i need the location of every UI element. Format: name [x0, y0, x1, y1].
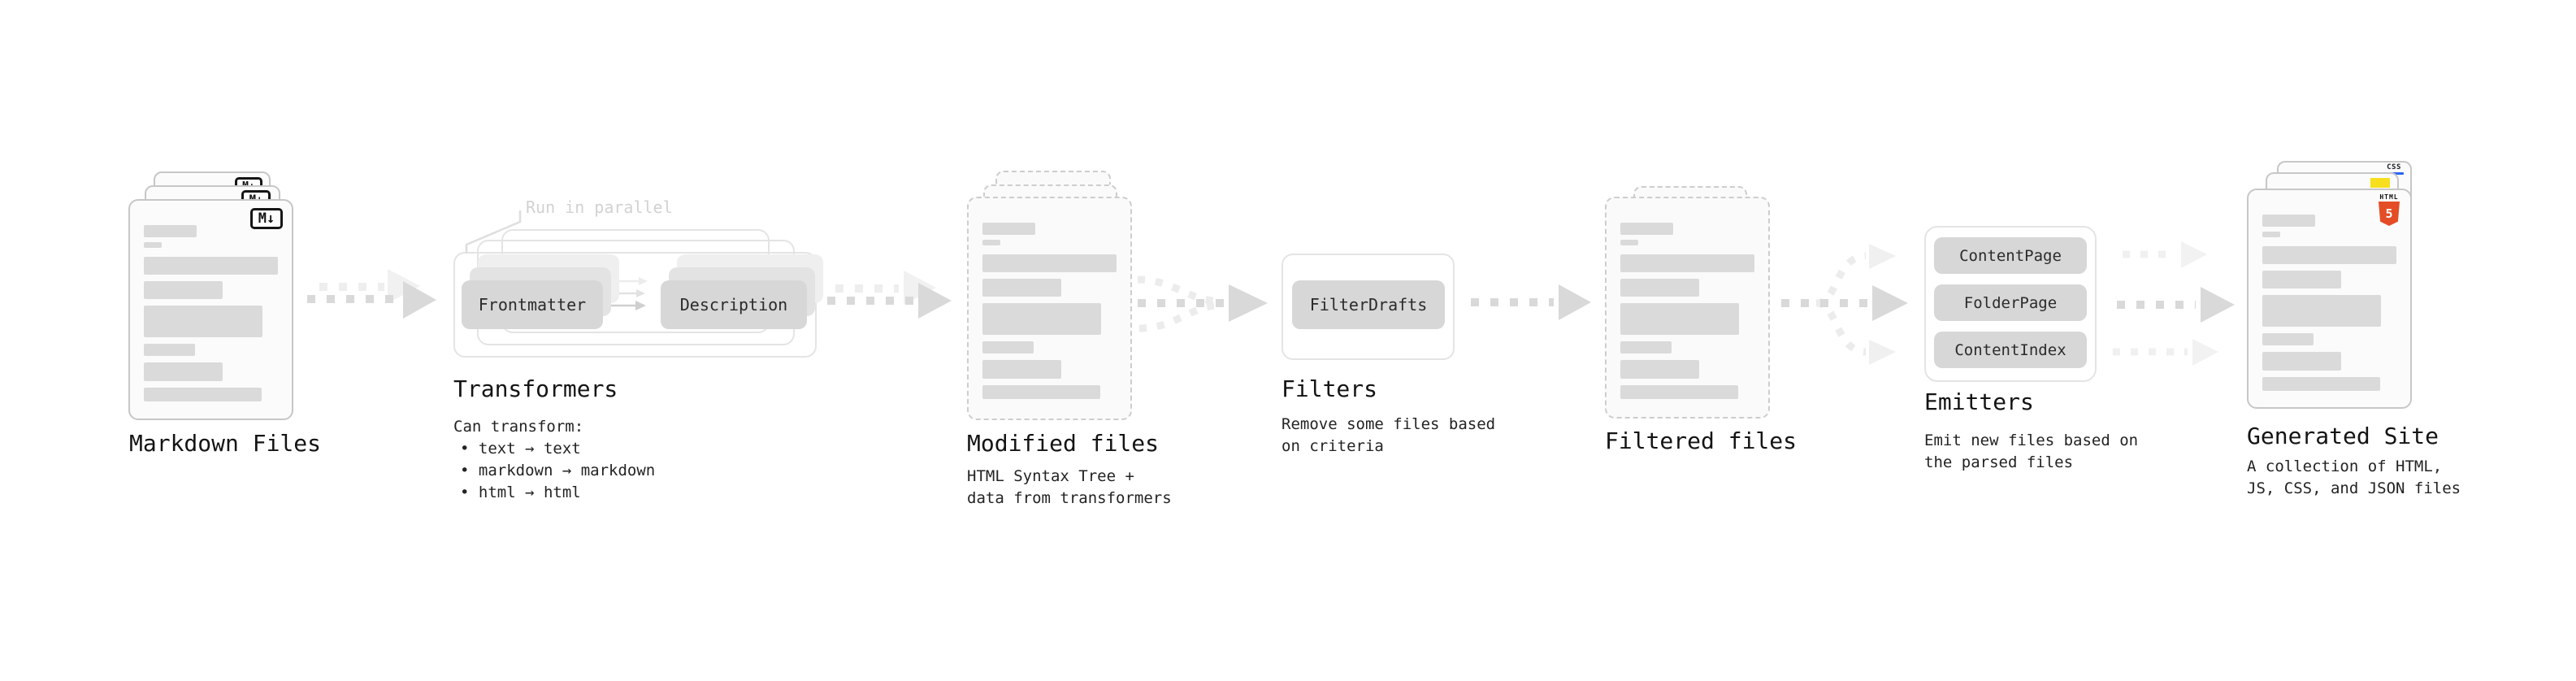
description-pill: Description	[661, 280, 807, 329]
emitters-caption-line: Emit new files based on	[1924, 432, 2139, 449]
generated-caption-line: JS, CSS, and JSON files	[2247, 479, 2461, 497]
generated-caption-line: A collection of HTML,	[2247, 458, 2443, 475]
arrow-filtered-to-emitters	[1781, 244, 1908, 365]
transformers-bullet: • markdown → markdown	[460, 462, 656, 479]
modified-file-card-front	[967, 197, 1132, 420]
generated-html-file-card: HTML 5	[2247, 189, 2412, 409]
stage-title-filtered-files: Filtered files	[1605, 427, 1798, 454]
stage-title-emitters: Emitters	[1924, 388, 2034, 415]
frontmatter-pill: Frontmatter	[462, 280, 603, 329]
arrow-emitters-to-generated	[2113, 241, 2235, 366]
modified-caption-line: HTML Syntax Tree +	[967, 467, 1134, 485]
filtered-file-card-front	[1605, 197, 1770, 419]
contentpage-pill: ContentPage	[1934, 237, 2087, 274]
text-skeleton	[1607, 198, 1768, 417]
stage-title-markdown-files: Markdown Files	[129, 430, 322, 457]
run-in-parallel-note: Run in parallel	[526, 197, 673, 217]
folderpage-pill: FolderPage	[1934, 284, 2087, 321]
arrow-transformers-to-modified	[827, 271, 952, 319]
modified-caption-line: data from transformers	[967, 489, 1172, 507]
markdown-icon: M↓	[250, 208, 283, 229]
arrow-filters-to-filtered	[1471, 284, 1591, 320]
stage-title-filters: Filters	[1281, 375, 1378, 402]
stage-title-transformers: Transformers	[453, 375, 618, 402]
markdown-file-card-front: M↓	[128, 199, 293, 420]
stage-title-generated-site: Generated Site	[2247, 423, 2439, 449]
text-skeleton	[969, 198, 1130, 419]
html5-icon: HTML 5	[2376, 193, 2402, 226]
transformers-caption: Can transform:	[453, 418, 584, 436]
filterdrafts-pill: FilterDrafts	[1292, 280, 1445, 329]
arrow-markdown-to-transformers	[307, 269, 436, 319]
transformer-frame-front	[453, 252, 817, 358]
contentindex-pill: ContentIndex	[1934, 332, 2087, 368]
arrow-modified-to-filters	[1137, 275, 1268, 332]
run-in-parallel-leader-line	[465, 210, 522, 254]
text-skeleton	[2249, 190, 2410, 407]
filters-caption-line: Remove some files based	[1281, 415, 1496, 433]
transformers-bullet: • html → html	[460, 484, 581, 501]
arrow-frontmatter-to-description	[609, 277, 648, 310]
filters-caption-line: on criteria	[1281, 437, 1384, 455]
emitters-caption-line: the parsed files	[1924, 453, 2074, 471]
transformers-bullet: • text → text	[460, 440, 581, 458]
stage-title-modified-files: Modified files	[967, 430, 1160, 457]
text-skeleton	[130, 201, 292, 419]
javascript-icon	[2370, 178, 2390, 188]
